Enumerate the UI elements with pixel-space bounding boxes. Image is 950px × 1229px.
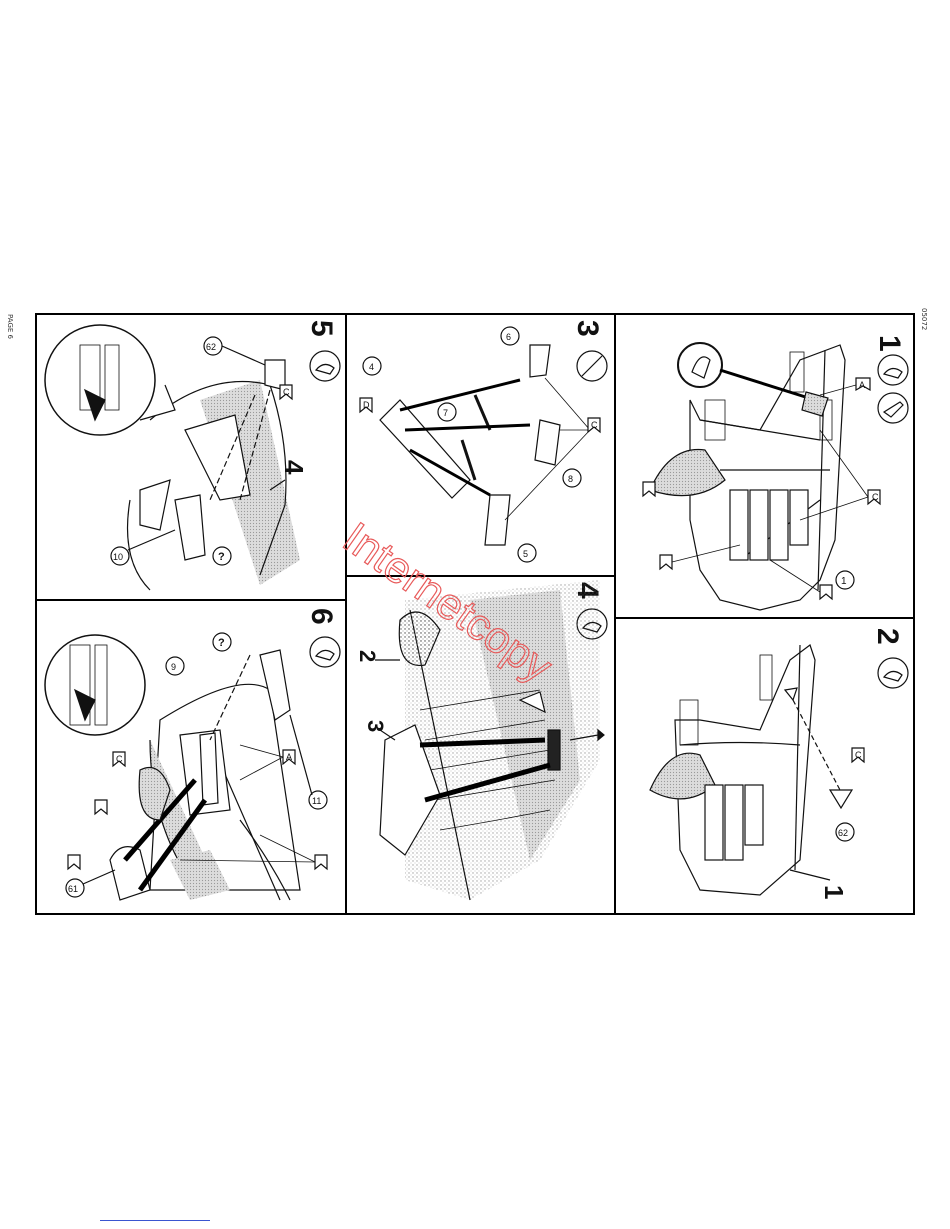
- svg-text:6: 6: [506, 332, 511, 342]
- svg-text:8: 8: [568, 474, 573, 484]
- svg-text:A: A: [859, 380, 865, 390]
- svg-text:10: 10: [113, 552, 123, 562]
- svg-text:C: C: [591, 420, 598, 430]
- svg-text:C: C: [855, 750, 862, 760]
- svg-text:?: ?: [218, 637, 225, 649]
- svg-text:5: 5: [523, 549, 528, 559]
- svg-text:1: 1: [841, 576, 847, 587]
- step-3-number: 3: [571, 320, 604, 337]
- svg-text:7: 7: [443, 408, 448, 418]
- step-5-number: 5: [305, 320, 338, 337]
- step-3-panel: 3 4 6 7 8 5 D C: [360, 320, 607, 562]
- part-62-triangle: [830, 790, 852, 808]
- svg-text:A: A: [286, 752, 292, 762]
- glue-tag-a-2: [643, 482, 655, 496]
- svg-text:?: ?: [218, 551, 225, 563]
- svg-text:C: C: [116, 754, 123, 764]
- svg-text:C: C: [283, 387, 290, 397]
- step-1-number: 1: [873, 335, 906, 352]
- step-2-panel: 2 62 C 1: [650, 628, 908, 899]
- svg-text:9: 9: [171, 662, 176, 672]
- step-1-panel: 1 1: [643, 335, 908, 610]
- glue-tag-c-2: [660, 555, 672, 569]
- svg-text:1: 1: [819, 885, 849, 899]
- glue-tag-a-3: [820, 585, 832, 599]
- svg-text:C: C: [872, 492, 879, 502]
- svg-text:4: 4: [279, 460, 309, 475]
- step-6-panel: 6 9 11 61 ?: [45, 608, 340, 900]
- svg-text:4: 4: [369, 362, 374, 372]
- svg-text:11: 11: [312, 796, 321, 806]
- svg-text:3: 3: [363, 720, 388, 732]
- svg-text:62: 62: [206, 342, 216, 352]
- svg-text:D: D: [363, 400, 370, 410]
- step-6-number: 6: [305, 608, 338, 625]
- svg-text:62: 62: [838, 828, 848, 838]
- step-5-panel: 5 62 4 10 ? C: [45, 320, 340, 590]
- step-2-number: 2: [871, 628, 904, 645]
- svg-text:61: 61: [68, 884, 78, 894]
